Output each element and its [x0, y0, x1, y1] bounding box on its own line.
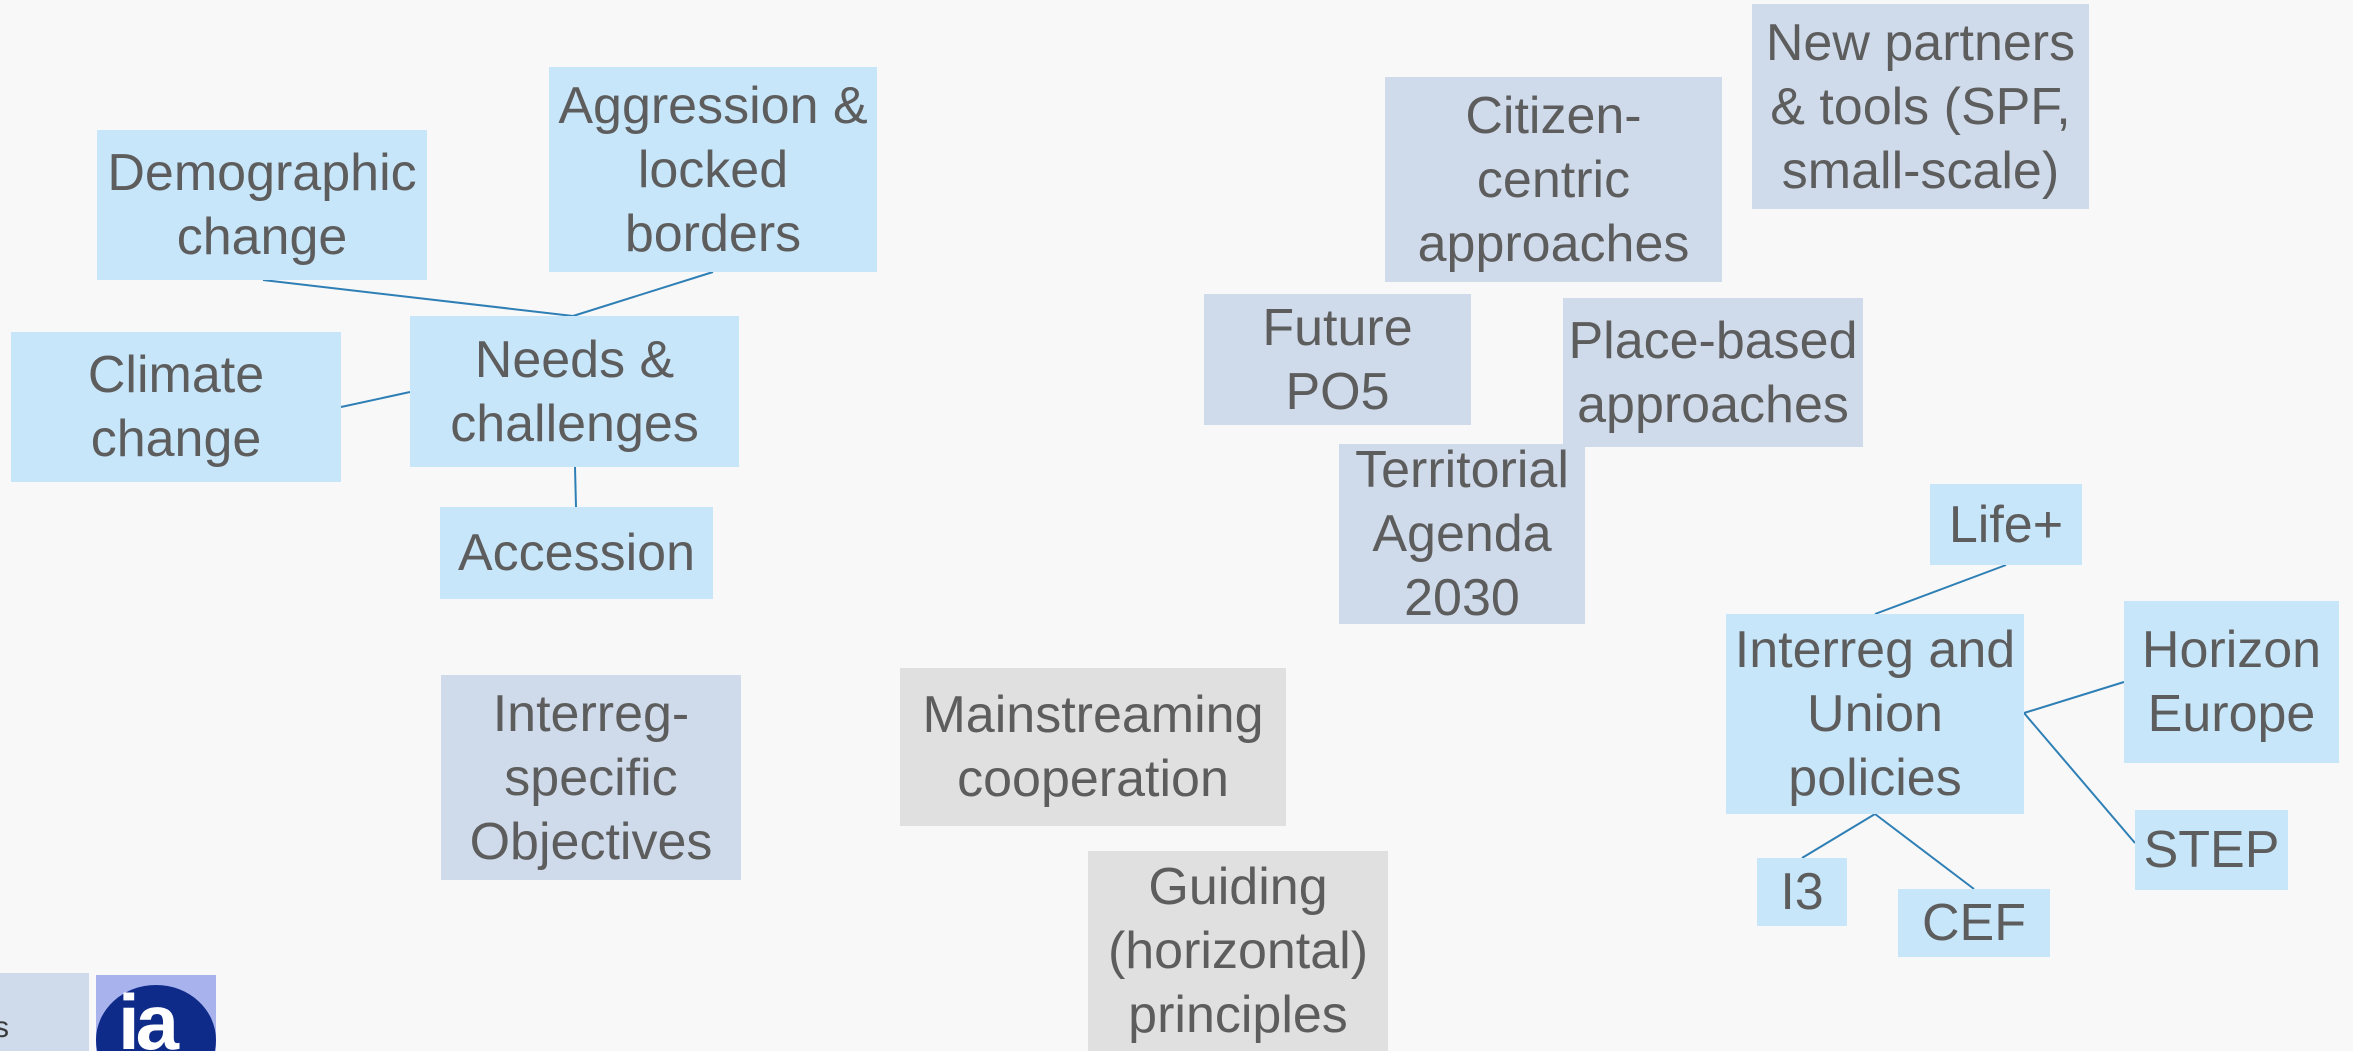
left-edge-text: s	[0, 1011, 9, 1044]
connector-needs-accession	[574, 466, 577, 508]
node-horizon-europe: Horizon Europe	[2124, 601, 2339, 763]
node-place-based-approaches: Place-based approaches	[1563, 298, 1863, 447]
connector-needs-demographic	[262, 279, 574, 317]
logo: ia	[96, 975, 216, 1051]
node-future-po5: Future PO5	[1204, 294, 1471, 425]
node-life-plus: Life+	[1930, 484, 2082, 565]
connector-union-cef	[1874, 813, 1975, 890]
node-i3: I3	[1757, 858, 1847, 926]
node-interreg-union-policies: Interreg and Union policies	[1726, 614, 2024, 814]
node-interreg-specific-objectives: Interreg- specific Objectives	[441, 675, 741, 880]
node-accession: Accession	[440, 507, 713, 599]
node-new-partners-tools: New partners & tools (SPF, small-scale)	[1752, 4, 2089, 209]
node-citizen-centric-approaches: Citizen- centric approaches	[1385, 77, 1722, 282]
node-territorial-agenda-2030: Territorial Agenda 2030	[1339, 444, 1585, 624]
connector-union-i3	[1801, 813, 1876, 859]
connector-union-horizon	[2023, 681, 2125, 714]
node-step: STEP	[2135, 810, 2288, 890]
node-needs-challenges: Needs & challenges	[410, 316, 739, 467]
node-guiding-principles: Guiding (horizontal) principles	[1088, 851, 1388, 1051]
connector-needs-aggression	[572, 271, 714, 317]
connector-union-step	[2023, 712, 2136, 844]
connector-needs-climate	[340, 391, 411, 408]
connector-union-life	[1874, 564, 2007, 615]
node-aggression-locked-borders: Aggression & locked borders	[549, 67, 877, 272]
node-mainstreaming-cooperation: Mainstreaming cooperation	[900, 668, 1286, 826]
node-cef: CEF	[1898, 889, 2050, 957]
node-climate-change: Climate change	[11, 332, 341, 482]
left-edge-panel: s	[0, 973, 89, 1051]
node-demographic-change: Demographic change	[97, 130, 427, 280]
logo-text: ia	[118, 978, 179, 1051]
